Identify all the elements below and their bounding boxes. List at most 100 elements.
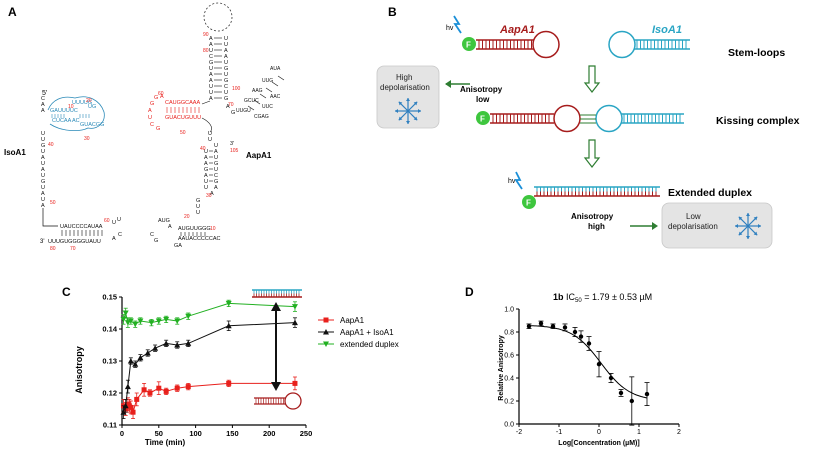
svg-text:U: U xyxy=(41,197,45,203)
c-series-1 xyxy=(120,317,298,420)
svg-text:G: G xyxy=(154,95,158,101)
svg-text:U: U xyxy=(224,36,228,42)
svg-text:10: 10 xyxy=(68,104,74,110)
svg-text:A: A xyxy=(224,54,228,60)
lightning-icon xyxy=(514,171,523,190)
c-legend-label: extended duplex xyxy=(340,340,399,349)
svg-text:A: A xyxy=(41,167,45,173)
isoa1-hairpin-bonds xyxy=(51,114,90,118)
svg-text:F: F xyxy=(480,115,485,124)
svg-text:A: A xyxy=(112,236,116,242)
svg-text:G: G xyxy=(224,66,228,72)
svg-text:100: 100 xyxy=(232,86,241,92)
kissing-complex-label: Kissing complex xyxy=(716,115,800,127)
d-data-point xyxy=(578,334,584,339)
svg-text:U: U xyxy=(41,137,45,143)
svg-text:UAUCCCCAUAA: UAUCCCCAUAA xyxy=(60,224,103,230)
c-data-point xyxy=(122,310,129,316)
svg-text:A: A xyxy=(41,102,45,108)
svg-text:UUG: UUG xyxy=(262,78,273,84)
svg-text:AUA: AUA xyxy=(270,66,281,72)
c-double-arrow xyxy=(271,302,281,391)
c-data-point xyxy=(152,345,159,351)
svg-text:G: G xyxy=(154,238,158,244)
panel-c-letter: C xyxy=(62,285,71,299)
c-x-tick-label: 150 xyxy=(226,429,239,438)
c-data-point xyxy=(128,404,134,410)
c-data-point xyxy=(185,384,191,390)
extended-duplex: hv F xyxy=(508,171,660,209)
svg-text:U: U xyxy=(41,173,45,179)
c-legend-marker xyxy=(323,317,329,323)
c-legend-marker xyxy=(323,329,329,335)
svg-text:A: A xyxy=(209,72,213,78)
panel-b-letter: B xyxy=(388,5,397,19)
svg-text:UG: UG xyxy=(88,104,96,110)
svg-text:G: G xyxy=(214,179,218,185)
svg-text:A: A xyxy=(214,185,218,191)
c-data-point xyxy=(185,340,192,346)
c-series xyxy=(120,299,298,420)
low-depol-line2: depolarisation xyxy=(668,222,718,231)
c-legend-marker xyxy=(323,341,329,347)
c-data-point xyxy=(120,316,127,323)
c-data-point xyxy=(137,354,144,361)
svg-text:AUGUUGGG: AUGUUGGG xyxy=(178,226,211,232)
c-y-axis-label: Anisotropy xyxy=(74,346,84,394)
d-data-point xyxy=(629,398,634,404)
svg-text:U: U xyxy=(209,84,213,90)
c-data-point xyxy=(156,385,162,391)
c-data-point xyxy=(291,304,298,310)
svg-text:50: 50 xyxy=(180,130,186,136)
d-y-tick-label: 0.8 xyxy=(504,330,514,337)
svg-text:U: U xyxy=(208,131,212,137)
d-x-axis-label: Log[Concentration (µM)] xyxy=(558,440,639,447)
stem-loops-label: Stem-loops xyxy=(728,47,785,59)
svg-text:G: G xyxy=(41,179,45,185)
svg-text:U: U xyxy=(224,72,228,78)
fluorophore-icon xyxy=(462,37,476,51)
high-depol-line1: High xyxy=(396,73,412,82)
d-data-point xyxy=(538,321,544,326)
d-data-point xyxy=(644,391,650,397)
c-data-point xyxy=(155,318,162,324)
hv-label-2: hv xyxy=(508,178,516,185)
c-data-point xyxy=(124,320,131,326)
anisotropy-low-line1: Anisotropy xyxy=(460,85,503,94)
c-data-point xyxy=(134,396,140,402)
anisotropy-high-line2: high xyxy=(588,222,605,231)
svg-text:G: G xyxy=(214,161,218,167)
d-data-point xyxy=(618,390,624,396)
svg-text:A: A xyxy=(168,224,172,230)
svg-text:C: C xyxy=(209,54,213,60)
d-data-point xyxy=(550,324,556,329)
d-data-point xyxy=(562,325,568,330)
svg-text:A: A xyxy=(41,155,45,161)
svg-text:A: A xyxy=(209,96,213,102)
extended-duplex-label: Extended duplex xyxy=(668,187,752,199)
svg-text:60: 60 xyxy=(104,218,110,224)
c-duplex-icon xyxy=(252,289,302,298)
aapa1-side-bonds xyxy=(247,75,285,111)
svg-text:30: 30 xyxy=(84,136,90,142)
c-y-tick-label: 0.15 xyxy=(102,293,117,302)
c-data-point xyxy=(124,383,131,390)
c-y-tick-label: 0.14 xyxy=(102,325,117,334)
d-x-tick-label: -2 xyxy=(516,429,522,436)
anisotropy-high-line1: Anisotropy xyxy=(571,212,614,221)
svg-text:20: 20 xyxy=(184,214,190,220)
svg-text:G: G xyxy=(150,101,154,107)
d-x-tick-label: 2 xyxy=(677,429,681,436)
c-data-point xyxy=(226,380,232,386)
svg-text:C: C xyxy=(224,84,228,90)
svg-text:50: 50 xyxy=(50,200,56,206)
panel-d: D 1b IC50 = 1.79 ± 0.53 µM Relative Anis… xyxy=(465,285,681,447)
low-depol-line1: Low xyxy=(686,212,701,221)
svg-text:CGAG: CGAG xyxy=(254,114,269,120)
svg-text:90: 90 xyxy=(203,32,209,38)
c-series-2 xyxy=(120,299,298,328)
svg-text:U: U xyxy=(214,143,218,149)
